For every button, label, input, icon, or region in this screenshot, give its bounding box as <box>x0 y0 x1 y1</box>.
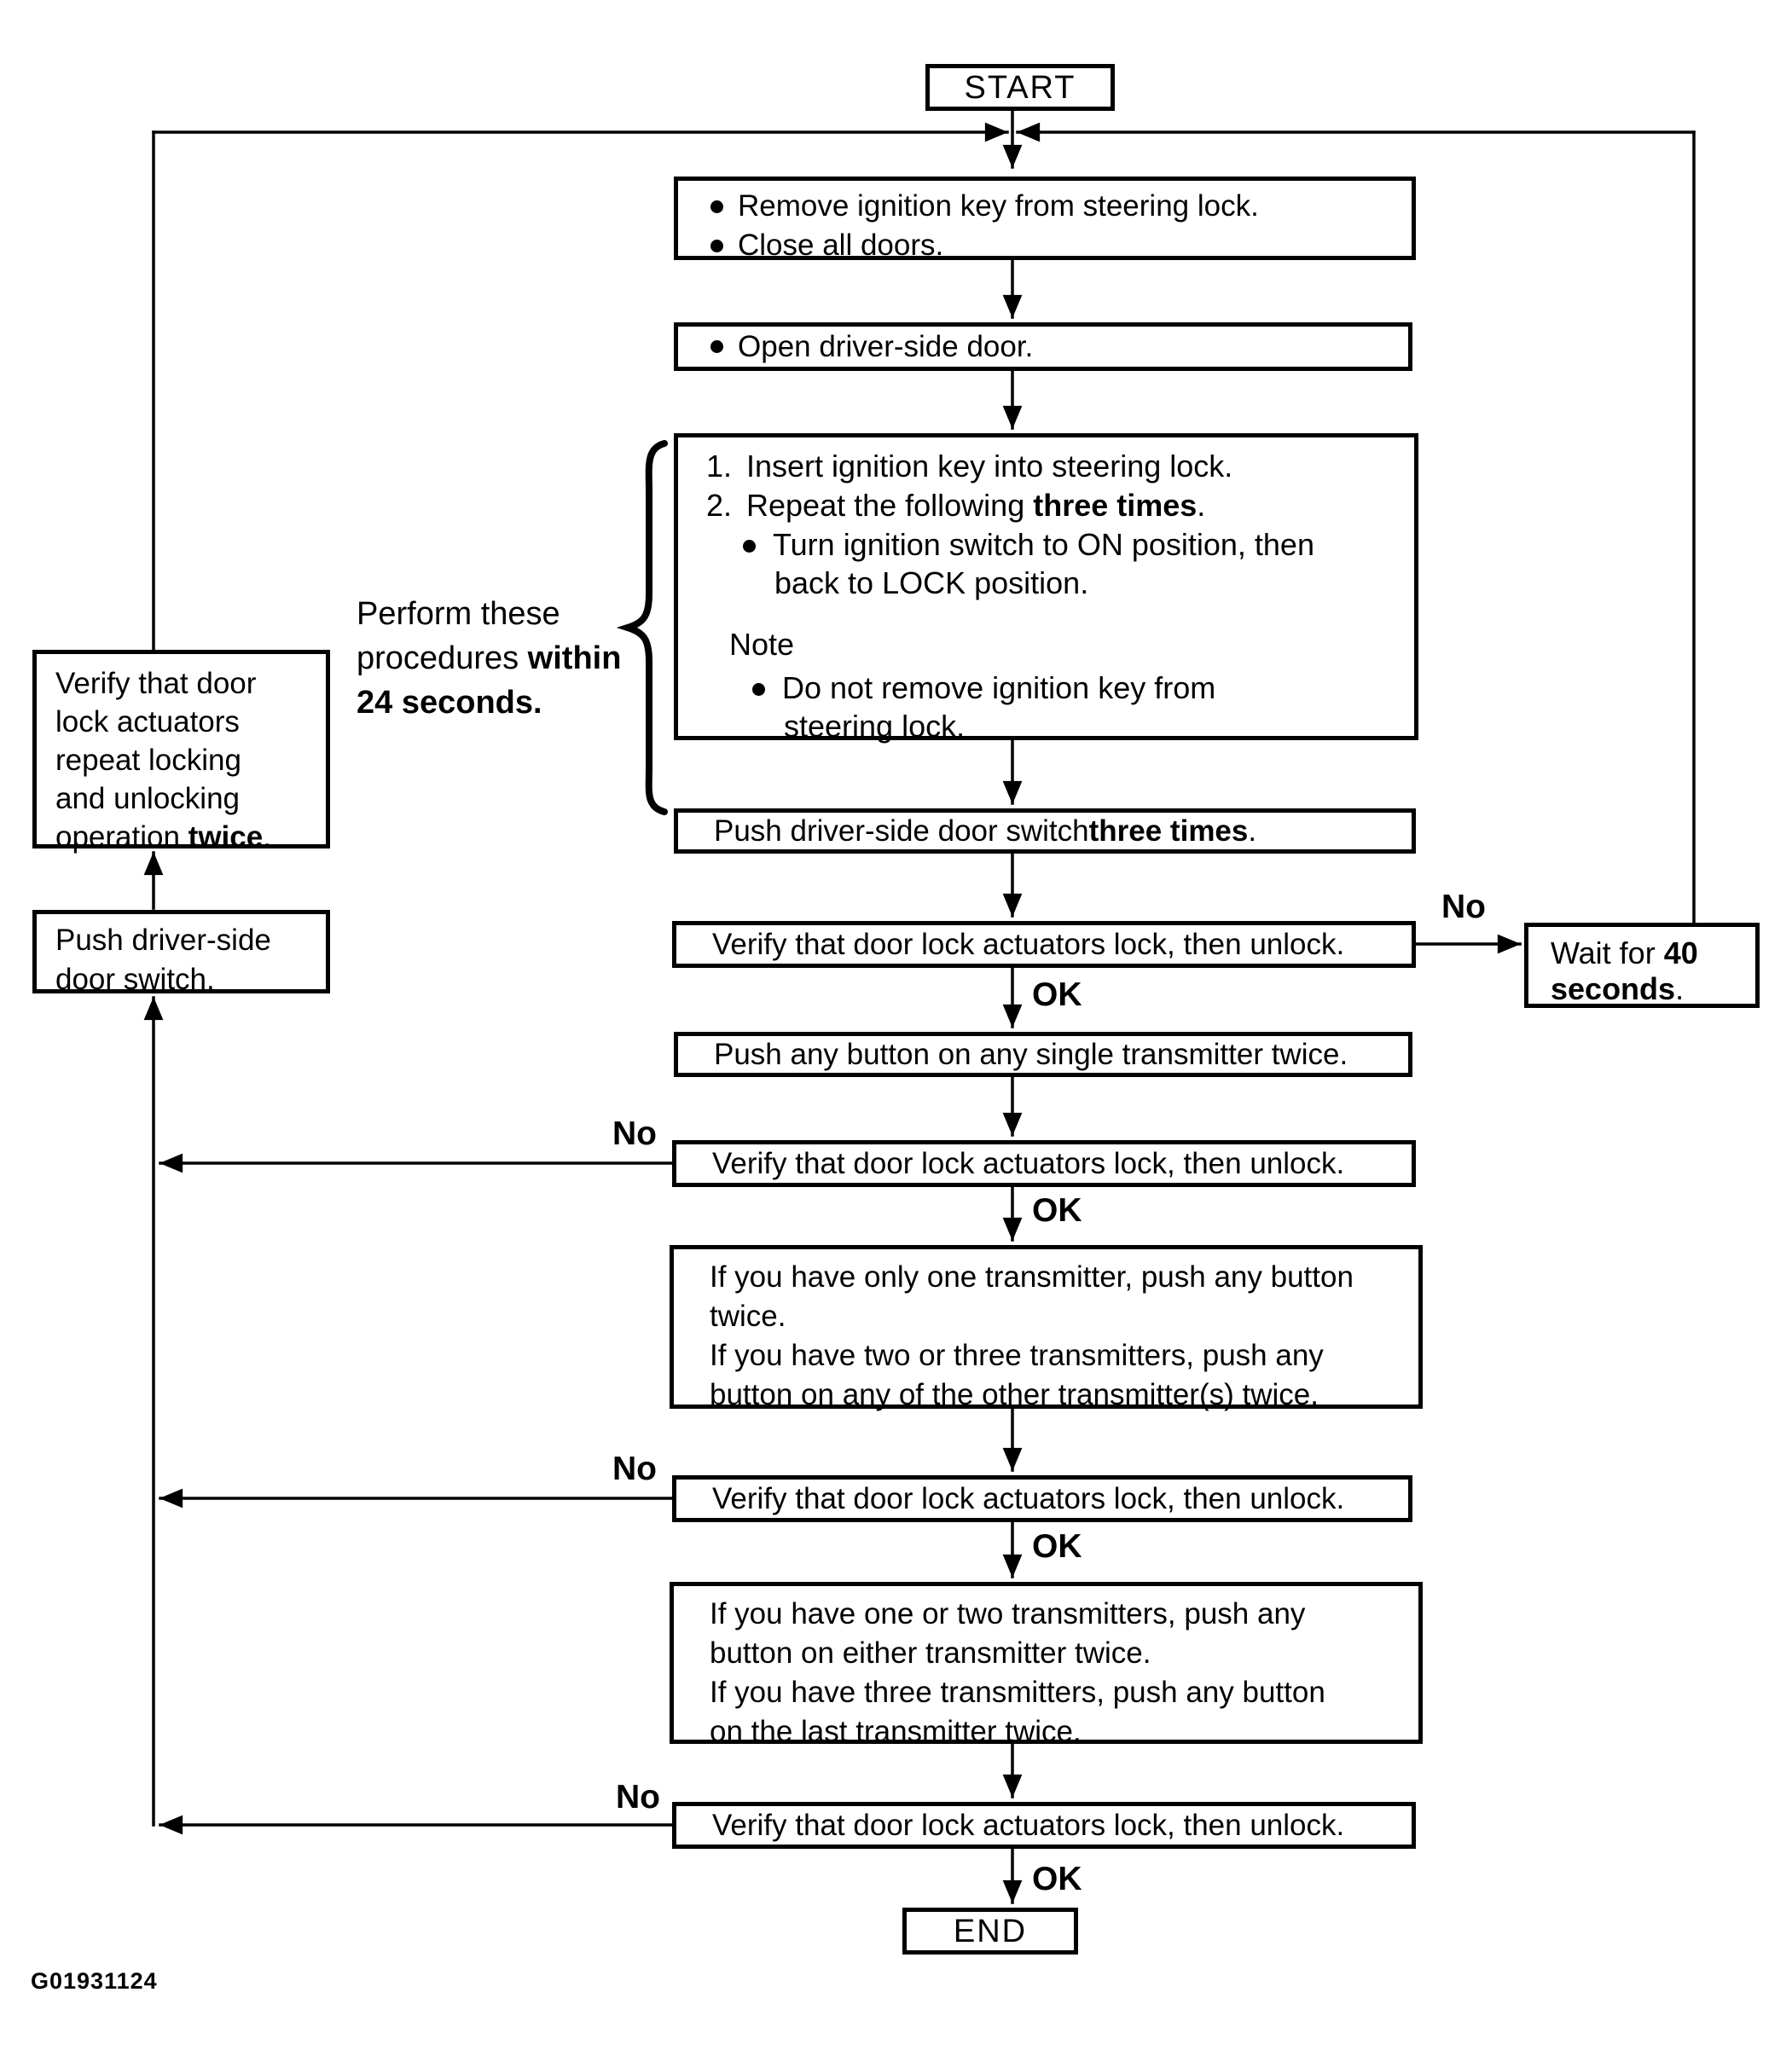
left-verify-line-4: and unlocking <box>55 782 240 815</box>
key-cycle-item-2: 2. Repeat the following three times. <box>706 487 1205 524</box>
if-two-line-3: If you have three transmitters, push any… <box>710 1676 1325 1709</box>
verify-lock-unlock-box-3: Verify that door lock actuators lock, th… <box>672 1475 1412 1522</box>
if-one-line-2: twice. <box>710 1300 786 1333</box>
wait-line-1-pre: Wait for <box>1551 935 1664 970</box>
item-2-text-pre: Repeat the following <box>746 488 1034 523</box>
if-one-line-3: If you have two or three transmitters, p… <box>710 1339 1324 1372</box>
timing-note-line-2-bold: within <box>527 640 622 676</box>
timing-note-line-1: Perform these <box>357 596 560 632</box>
bullet-icon <box>710 200 723 213</box>
left-verify-line-3: repeat locking <box>55 744 241 777</box>
verify-repeat-twice-box: Verify that door lock actuators repeat l… <box>32 650 330 854</box>
if-one-line-1: If you have only one transmitter, push a… <box>710 1260 1354 1294</box>
timing-note: Perform these procedures within 24 secon… <box>357 592 621 725</box>
verify-3-text: Verify that door lock actuators lock, th… <box>712 1481 1345 1515</box>
wait-line-1-bold: 40 <box>1663 935 1698 970</box>
bullet-icon <box>743 540 756 553</box>
start-node: START <box>925 64 1115 111</box>
ok-label-3: OK <box>1032 1528 1082 1565</box>
bullet-icon <box>752 683 765 696</box>
if-one-line-4: button on any of the other transmitter(s… <box>710 1378 1319 1411</box>
left-verify-line-5: operation twice. <box>55 818 326 856</box>
no-label-4: No <box>616 1779 660 1816</box>
if-two-line-4: on the last transmitter twice. <box>710 1715 1082 1748</box>
timing-note-line-3: 24 seconds. <box>357 685 542 721</box>
left-verify-line-5-pre: operation <box>55 820 188 854</box>
push-three-pre: Push driver-side door switch <box>714 814 1089 848</box>
prepare-step-box: Remove ignition key from steering lock. … <box>674 177 1416 262</box>
timing-note-line-2-pre: procedures <box>357 640 528 676</box>
item-1-text: Insert ignition key into steering lock. <box>746 449 1233 484</box>
item-1-number: 1. <box>706 449 733 484</box>
item-2-text-bold: three times <box>1033 488 1198 523</box>
verify-lock-unlock-box-2: Verify that door lock actuators lock, th… <box>672 1140 1416 1187</box>
item-2-text-end: . <box>1197 488 1206 523</box>
turn-ignition-text-1: Turn ignition switch to ON position, the… <box>773 527 1314 562</box>
item-2-number: 2. <box>706 488 733 523</box>
turn-ignition-text-2: back to LOCK position. <box>774 565 1089 600</box>
key-cycle-bullet-line-1: Turn ignition switch to ON position, the… <box>743 526 1314 564</box>
left-push-line-1: Push driver-side <box>55 924 271 957</box>
no-label-2: No <box>612 1115 657 1152</box>
note-bullet-line-2: steering lock. <box>784 708 965 745</box>
prepare-bullet-2-text: Close all doors. <box>738 229 944 262</box>
prepare-bullet-1: Remove ignition key from steering lock. <box>710 187 1412 226</box>
no-label-1: No <box>1441 889 1486 925</box>
push-switch-three-times-box: Push driver-side door switch three times… <box>674 808 1416 854</box>
verify-4-text: Verify that door lock actuators lock, th… <box>712 1808 1345 1842</box>
wait-40-seconds-box: Wait for 40 seconds. <box>1524 923 1760 1008</box>
if-two-line-1: If you have one or two transmitters, pus… <box>710 1597 1306 1630</box>
ok-label-1: OK <box>1032 976 1082 1013</box>
push-driver-side-door-switch-box: Push driver-side door switch. <box>32 910 330 996</box>
ok-label-2: OK <box>1032 1192 1082 1229</box>
if-two-line-2: button on either transmitter twice. <box>710 1636 1151 1670</box>
note-title: Note <box>729 626 794 663</box>
push-three-bold: three times <box>1088 814 1249 848</box>
key-cycle-bullet-line-2: back to LOCK position. <box>774 565 1088 602</box>
verify-lock-unlock-box-4: Verify that door lock actuators lock, th… <box>672 1802 1416 1849</box>
end-node: END <box>902 1908 1078 1955</box>
wait-line-2-bold: seconds <box>1551 971 1676 1006</box>
note-text-2: steering lock. <box>784 709 966 744</box>
wait-line-2: seconds. <box>1551 971 1755 1007</box>
ok-label-4: OK <box>1032 1861 1082 1897</box>
brace-icon <box>616 440 668 815</box>
wait-line-2-end: . <box>1675 971 1685 1006</box>
bullet-icon <box>710 239 723 252</box>
push-any-single-transmitter-box: Push any button on any single transmitte… <box>674 1032 1412 1077</box>
left-verify-line-5-bold: twice <box>188 820 264 854</box>
verify-lock-unlock-box-1: Verify that door lock actuators lock, th… <box>672 921 1416 968</box>
figure-code: G01931124 <box>31 1968 158 1994</box>
end-label: END <box>953 1913 1028 1949</box>
prepare-bullet-1-text: Remove ignition key from steering lock. <box>738 189 1259 223</box>
key-cycle-step-box: 1. Insert ignition key into steering lock… <box>674 433 1418 744</box>
start-label: START <box>964 69 1076 106</box>
open-door-step-box: Open driver-side door. <box>674 322 1412 371</box>
note-text-1: Do not remove ignition key from <box>782 670 1216 705</box>
left-push-line-2: door switch. <box>55 963 215 996</box>
verify-1-text: Verify that door lock actuators lock, th… <box>712 927 1345 961</box>
left-verify-line-2: lock actuators <box>55 705 240 738</box>
push-any-text: Push any button on any single transmitte… <box>714 1037 1348 1071</box>
note-bullet-line-1: Do not remove ignition key from <box>752 669 1215 707</box>
prepare-bullet-2: Close all doors. <box>710 226 1412 265</box>
bullet-icon <box>710 340 723 353</box>
one-or-two-transmitters-branch-box: If you have one or two transmitters, pus… <box>670 1582 1423 1748</box>
push-three-end: . <box>1248 814 1257 848</box>
open-door-text: Open driver-side door. <box>738 329 1034 363</box>
no-label-3: No <box>612 1451 657 1487</box>
key-cycle-item-1: 1. Insert ignition key into steering lock… <box>706 448 1232 485</box>
left-verify-line-1: Verify that door <box>55 667 257 700</box>
left-verify-line-5-end: . <box>263 820 271 854</box>
timing-note-line-2: procedures within <box>357 636 621 681</box>
note-title-text: Note <box>729 627 795 662</box>
verify-2-text: Verify that door lock actuators lock, th… <box>712 1146 1345 1180</box>
wait-line-1: Wait for 40 <box>1551 935 1755 971</box>
one-transmitter-branch-box: If you have only one transmitter, push a… <box>670 1245 1423 1411</box>
